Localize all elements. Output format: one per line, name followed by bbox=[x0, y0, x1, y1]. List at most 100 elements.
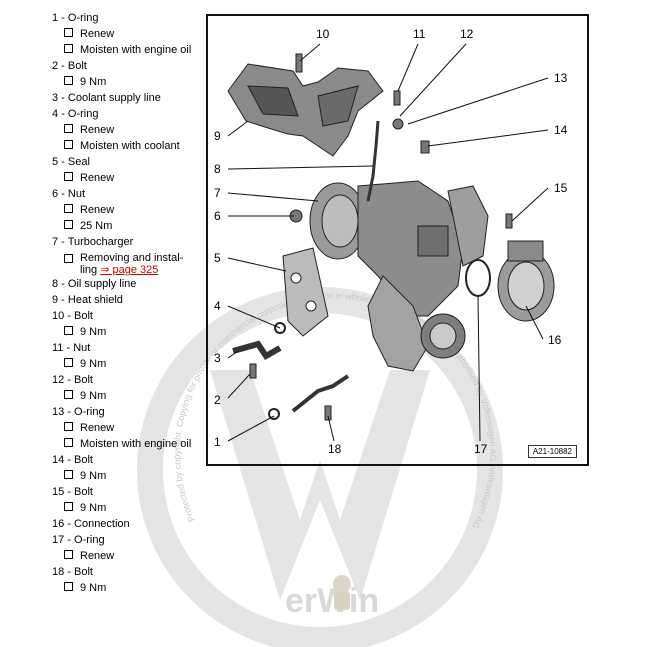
legend-item-label: 17 - O-ring bbox=[52, 534, 105, 546]
legend-subitem: 25 Nm bbox=[52, 218, 212, 234]
legend-subitem: Renew bbox=[52, 420, 212, 436]
legend-item-label: 15 - Bolt bbox=[52, 486, 93, 498]
page-325-link[interactable]: ⇒ page 325 bbox=[100, 264, 159, 276]
install-text-line1: Removing and instal- bbox=[80, 252, 184, 264]
legend-subitem-text: 9 Nm bbox=[80, 76, 107, 88]
callout-3: 3 bbox=[214, 351, 221, 365]
legend-subitem-text: 9 Nm bbox=[80, 326, 107, 338]
legend-subitem: 9 Nm bbox=[52, 356, 212, 372]
legend-subitem: 9 Nm bbox=[52, 74, 212, 90]
seal-drawing bbox=[282, 247, 329, 337]
callout-6: 6 bbox=[214, 209, 221, 223]
legend-item-label: 9 - Heat shield bbox=[52, 294, 123, 306]
checkbox-icon bbox=[64, 204, 73, 213]
callout-4: 4 bbox=[214, 299, 221, 313]
checkbox-icon bbox=[64, 254, 73, 263]
o-ring-17-drawing bbox=[465, 259, 491, 297]
callout-11: 11 bbox=[413, 27, 426, 41]
checkbox-icon bbox=[64, 438, 73, 447]
checkbox-icon bbox=[64, 76, 73, 85]
legend-item-3: 3 - Coolant supply line bbox=[52, 90, 212, 106]
turbocharger-drawing bbox=[309, 180, 489, 372]
callout-18: 18 bbox=[328, 442, 342, 456]
legend-subitem-text: Renew bbox=[80, 422, 115, 434]
legend-item-6: 6 - Nut bbox=[52, 186, 212, 202]
legend-item-label: 7 - Turbocharger bbox=[52, 236, 134, 248]
checkbox-icon bbox=[64, 390, 73, 399]
legend-subitem-text: Renew bbox=[80, 28, 115, 40]
legend-subitem: 9 Nm bbox=[52, 580, 212, 596]
checkbox-icon bbox=[64, 172, 73, 181]
legend-subitem-text: Renew bbox=[80, 204, 115, 216]
callout-9: 9 bbox=[214, 129, 221, 143]
checkbox-icon bbox=[64, 326, 73, 335]
callout-16: 16 bbox=[548, 333, 562, 347]
callout-17: 17 bbox=[474, 442, 488, 456]
legend-item-label: 3 - Coolant supply line bbox=[52, 92, 161, 104]
leader-lines bbox=[227, 43, 549, 442]
legend-item-4: 4 - O-ring bbox=[52, 106, 212, 122]
legend-subitem-text: 9 Nm bbox=[80, 470, 107, 482]
checkbox-icon bbox=[64, 220, 73, 229]
legend-item-label: 1 - O-ring bbox=[52, 12, 99, 24]
legend-subitem: Renew bbox=[52, 170, 212, 186]
legend-subitem: 9 Nm bbox=[52, 468, 212, 484]
legend-subitem-install: Removing and instal-ling ⇒ page 325 bbox=[52, 250, 212, 276]
legend-subitem: 9 Nm bbox=[52, 388, 212, 404]
checkbox-icon bbox=[64, 502, 73, 511]
legend-item-10: 10 - Bolt bbox=[52, 308, 212, 324]
legend-subitem: Moisten with engine oil bbox=[52, 42, 212, 58]
legend-item-11: 11 - Nut bbox=[52, 340, 212, 356]
legend-subitem: Renew bbox=[52, 122, 212, 138]
legend-subitem: Moisten with coolant bbox=[52, 138, 212, 154]
callout-5: 5 bbox=[214, 251, 221, 265]
legend-item-2: 2 - Bolt bbox=[52, 58, 212, 74]
callout-12: 12 bbox=[460, 27, 474, 41]
legend-item-label: 13 - O-ring bbox=[52, 406, 105, 418]
legend-item-18: 18 - Bolt bbox=[52, 564, 212, 580]
legend-subitem: Renew bbox=[52, 202, 212, 218]
heat-shield-drawing bbox=[227, 63, 384, 157]
legend-subitem: Moisten with engine oil bbox=[52, 436, 212, 452]
legend-item-label: 8 - Oil supply line bbox=[52, 278, 137, 290]
checkbox-icon bbox=[64, 422, 73, 431]
install-text-line2: ling bbox=[80, 264, 101, 276]
legend-item-12: 12 - Bolt bbox=[52, 372, 212, 388]
turbocharger-diagram: 1 2 3 4 5 6 7 8 9 10 11 12 13 14 15 16 1… bbox=[214, 27, 568, 456]
legend-subitem-text: 9 Nm bbox=[80, 582, 107, 594]
connection-drawing bbox=[497, 240, 555, 322]
legend-item-1: 1 - O-ring bbox=[52, 10, 212, 26]
legend-subitem-text: Moisten with engine oil bbox=[80, 44, 192, 56]
legend-subitem: Renew bbox=[52, 548, 212, 564]
legend-item-14: 14 - Bolt bbox=[52, 452, 212, 468]
legend-item-17: 17 - O-ring bbox=[52, 532, 212, 548]
callout-13: 13 bbox=[554, 71, 568, 85]
legend-item-7: 7 - Turbocharger bbox=[52, 234, 212, 250]
checkbox-icon bbox=[64, 124, 73, 133]
checkbox-icon bbox=[64, 550, 73, 559]
legend-subitem-text: Moisten with coolant bbox=[80, 140, 180, 152]
legend-subitem-text: Renew bbox=[80, 172, 115, 184]
mascot-icon bbox=[333, 575, 351, 610]
legend-item-label: 16 - Connection bbox=[52, 518, 130, 530]
fasteners-drawing bbox=[249, 53, 513, 421]
legend-subitem-text: 9 Nm bbox=[80, 502, 107, 514]
callout-14: 14 bbox=[554, 123, 568, 137]
oil-supply-line-drawing bbox=[366, 120, 380, 202]
watermark-brand: erWin bbox=[285, 582, 379, 620]
checkbox-icon bbox=[64, 470, 73, 479]
callout-8: 8 bbox=[214, 162, 221, 176]
legend-item-label: 12 - Bolt bbox=[52, 374, 93, 386]
callout-15: 15 bbox=[554, 181, 568, 195]
legend-item-15: 15 - Bolt bbox=[52, 484, 212, 500]
legend-subitem: 9 Nm bbox=[52, 324, 212, 340]
legend-item-9: 9 - Heat shield bbox=[52, 292, 212, 308]
coolant-line-drawing bbox=[232, 340, 282, 360]
checkbox-icon bbox=[64, 582, 73, 591]
checkbox-icon bbox=[64, 140, 73, 149]
legend-item-label: 5 - Seal bbox=[52, 156, 90, 168]
checkbox-icon bbox=[64, 44, 73, 53]
legend-subitem-text: Renew bbox=[80, 124, 115, 136]
callout-1: 1 bbox=[214, 435, 221, 449]
legend-item-13: 13 - O-ring bbox=[52, 404, 212, 420]
